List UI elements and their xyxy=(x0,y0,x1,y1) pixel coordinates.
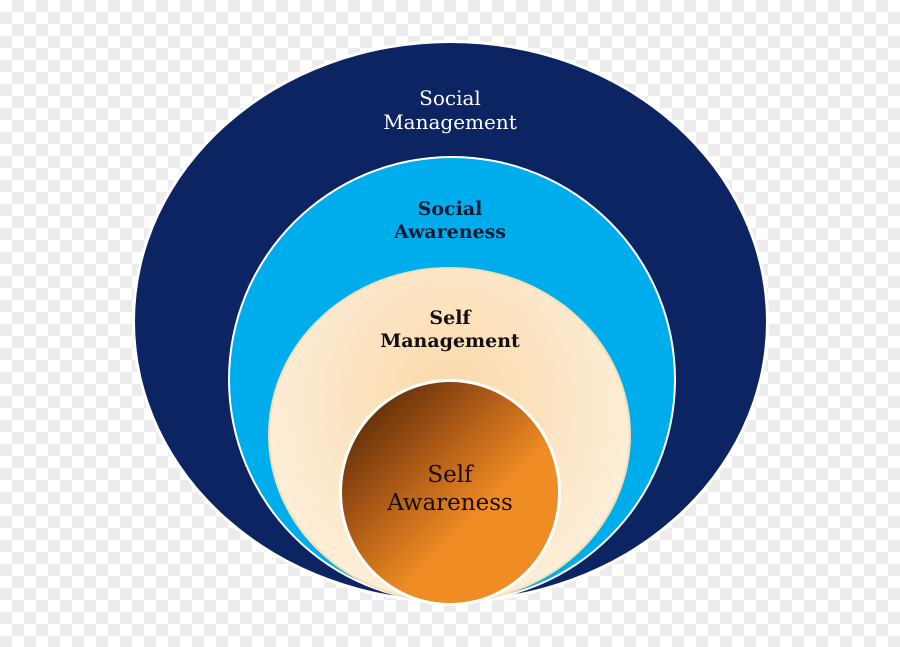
social-management-label-line1: Social xyxy=(419,86,481,110)
social-awareness-label-line1: Social xyxy=(417,198,483,220)
self-awareness-ring xyxy=(339,379,561,606)
social-management-label: Social Management xyxy=(350,86,550,134)
self-awareness-label-line1: Self xyxy=(427,462,473,488)
self-management-label-line1: Self xyxy=(429,307,471,329)
social-awareness-label: Social Awareness xyxy=(350,198,550,244)
social-management-label-line2: Management xyxy=(383,110,517,134)
self-management-label-line2: Management xyxy=(380,329,520,352)
self-management-label: Self Management xyxy=(350,307,550,353)
self-awareness-label: Self Awareness xyxy=(350,462,550,517)
self-awareness-label-line2: Awareness xyxy=(387,489,513,516)
social-awareness-label-line2: Awareness xyxy=(393,220,507,243)
